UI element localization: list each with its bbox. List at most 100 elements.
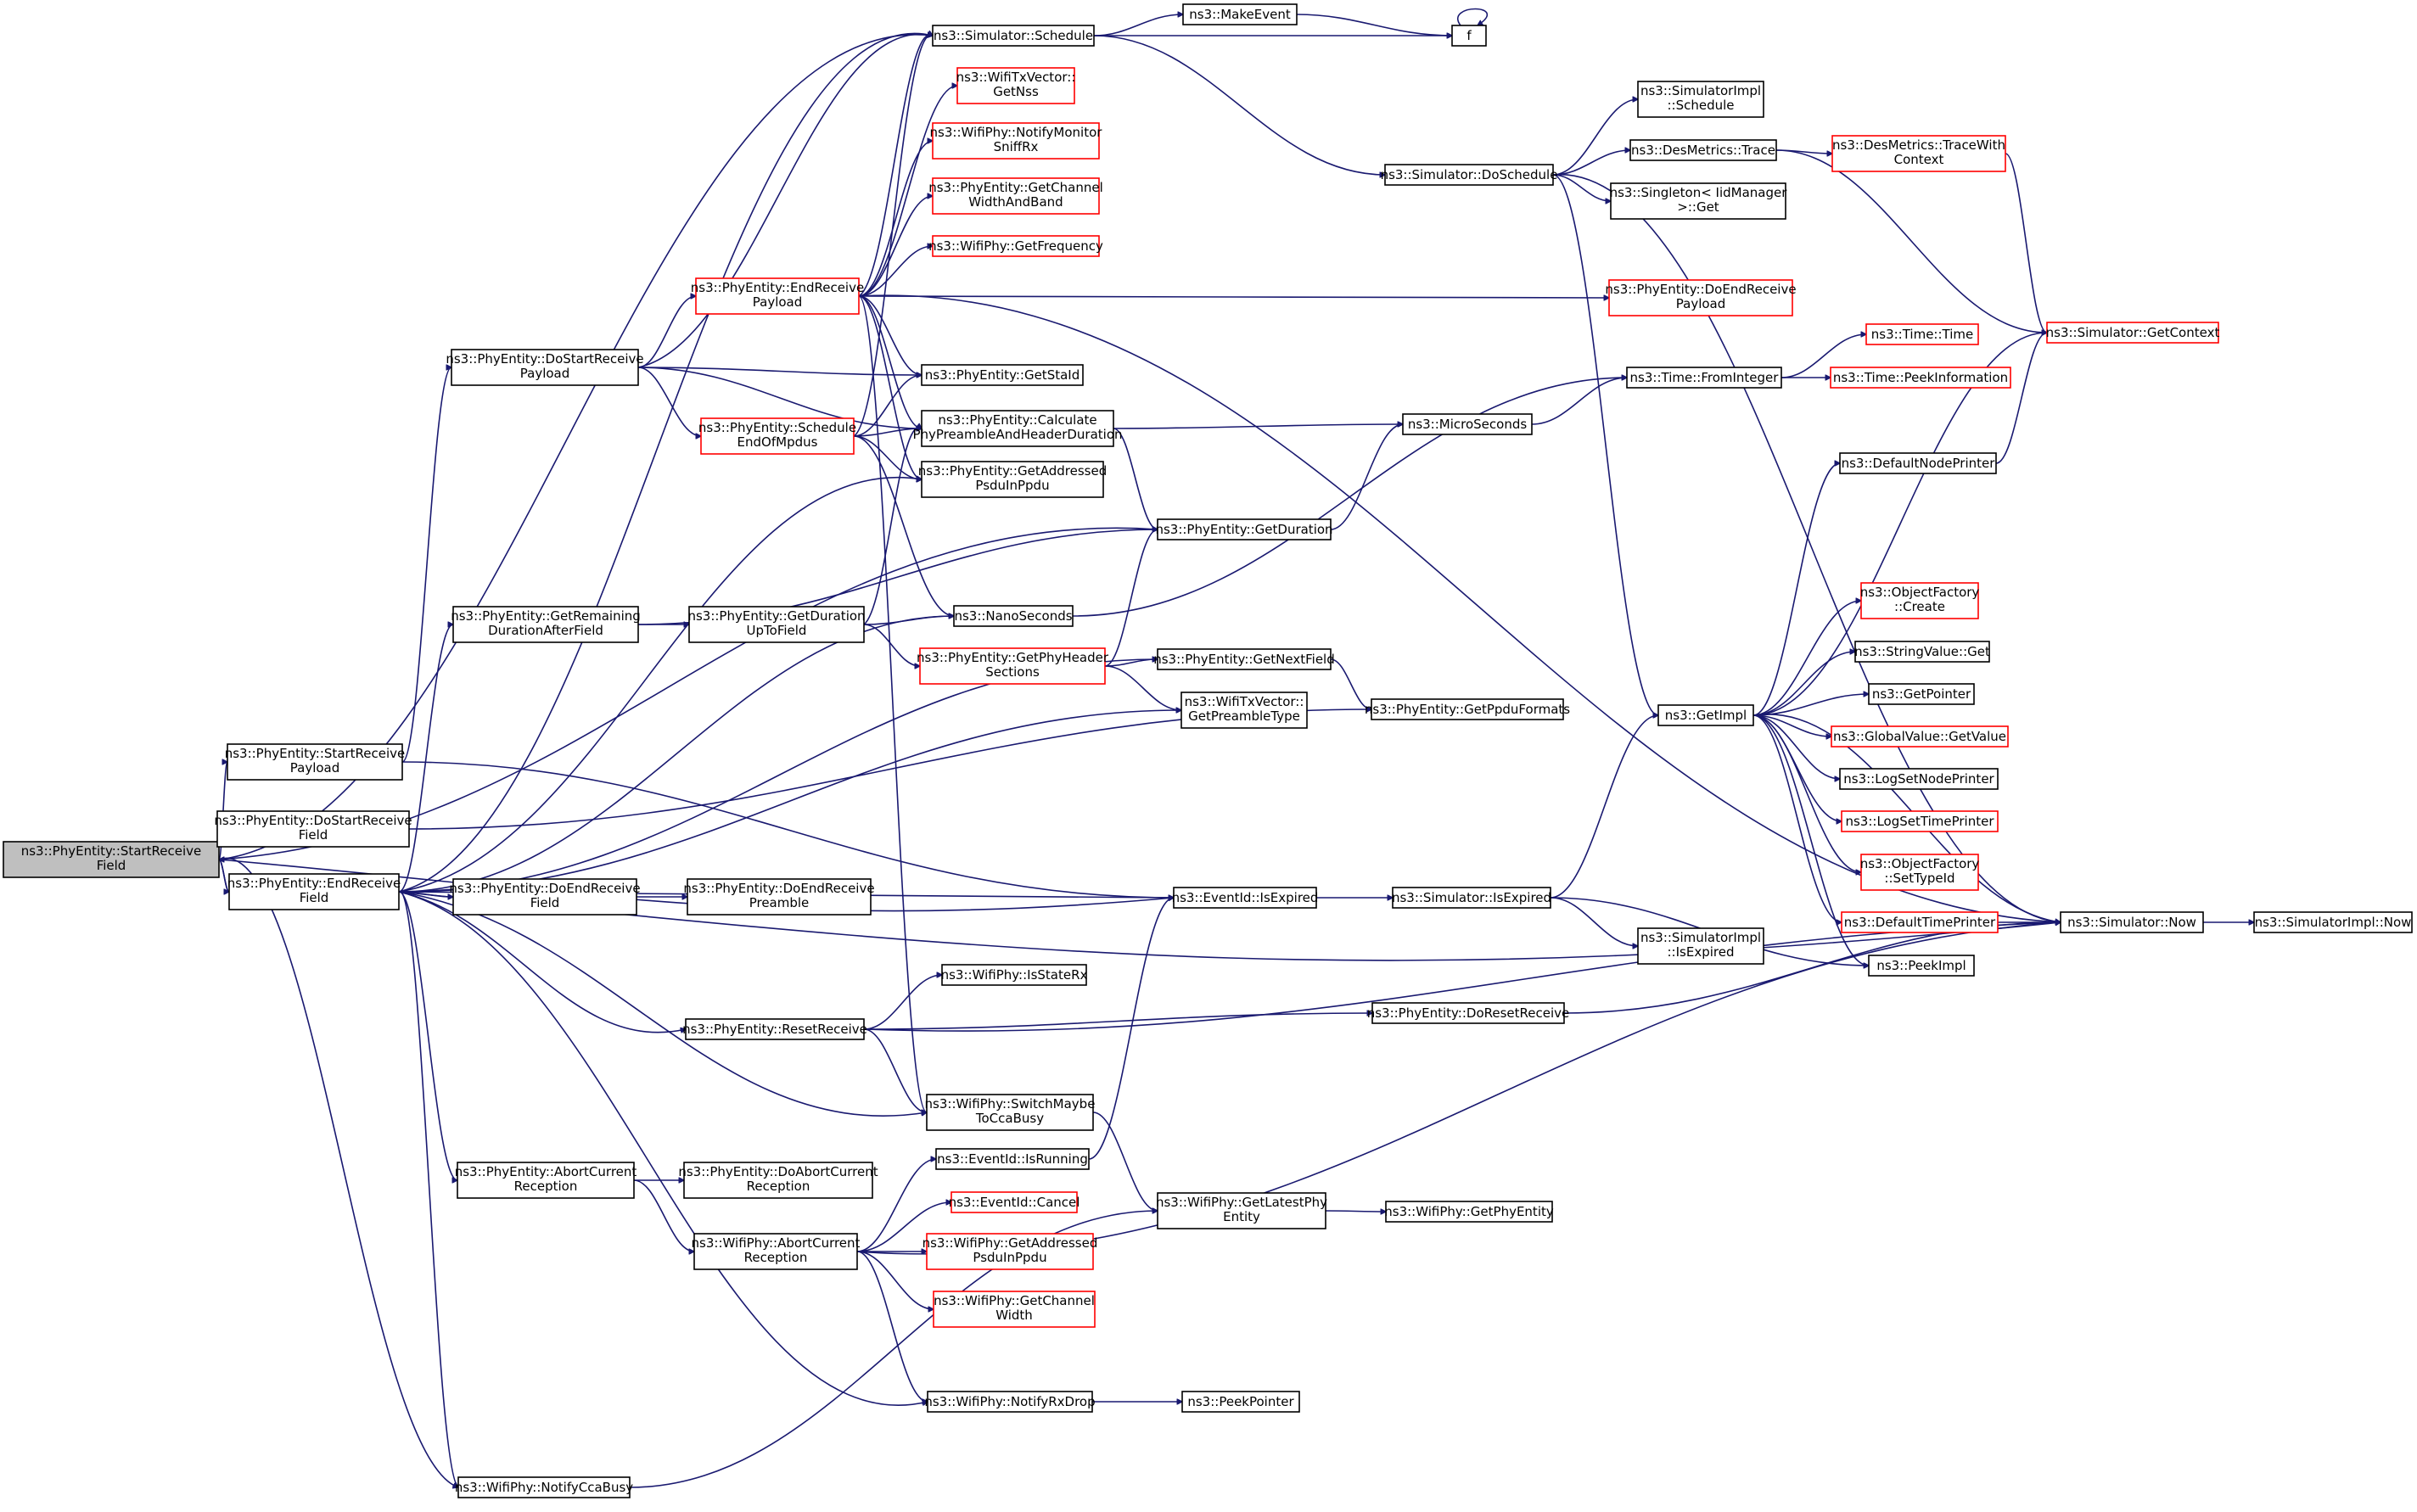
node-box (932, 25, 1095, 47)
node-event-is-expired[interactable]: ns3::EventId::IsExpired (1172, 887, 1319, 909)
node-time-time[interactable]: ns3::Time::Time (1865, 323, 1979, 345)
node-label: Width (995, 1308, 1033, 1323)
node-time-peek-info[interactable]: ns3::Time::PeekInformation (1830, 367, 2011, 389)
node-label: ns3::PhyEntity::DoStartReceive (446, 351, 643, 367)
node-box (1839, 452, 1997, 474)
node-make-event[interactable]: ns3::MakeEvent (1182, 3, 1298, 25)
node-default-time-printer[interactable]: ns3::DefaultTimePrinter (1841, 911, 1999, 933)
node-global-value-get[interactable]: ns3::GlobalValue::GetValue (1831, 725, 2009, 748)
node-get-ppdu-formats[interactable]: ns3::PhyEntity::GetPpduFormats (1365, 698, 1570, 720)
node-singleton-get[interactable]: ns3::Singleton< IidManager>::Get (1610, 182, 1788, 220)
node-get-pointer[interactable]: ns3::GetPointer (1868, 683, 1975, 705)
node-label: ns3::PhyEntity::GetChannel (928, 180, 1103, 195)
node-log-set-node-printer[interactable]: ns3::LogSetNodePrinter (1839, 768, 1999, 790)
node-box (1637, 81, 1764, 118)
edge-end-receive-field-to-switch-cca-busy (398, 891, 927, 1117)
node-is-state-rx[interactable]: ns3::WifiPhy::IsStateRx (941, 964, 1088, 986)
node-box (933, 1291, 1096, 1328)
node-label: ns3::SimulatorImpl (1640, 930, 1761, 945)
node-sim-do-schedule[interactable]: ns3::Simulator::DoSchedule (1381, 164, 1558, 186)
edge-end-receive-payload-to-get-addressed-psdu (858, 295, 922, 479)
node-event-cancel[interactable]: ns3::EventId::Cancel (949, 1191, 1080, 1213)
node-get-duration[interactable]: ns3::PhyEntity::GetDuration (1155, 518, 1333, 540)
node-string-value-get[interactable]: ns3::StringValue::Get (1854, 641, 1990, 663)
node-peek-impl[interactable]: ns3::PeekImpl (1868, 955, 1975, 977)
node-box (688, 606, 865, 643)
edge-desmetrics-trace-ctx-to-get-context (2005, 153, 2047, 333)
node-default-node-printer[interactable]: ns3::DefaultNodePrinter (1839, 452, 1997, 474)
node-f[interactable]: f (1451, 25, 1487, 47)
node-simimpl-now[interactable]: ns3::SimulatorImpl::Now (2253, 911, 2413, 933)
edge-schedule-end-of-mpdus-to-get-addressed-psdu (853, 435, 922, 479)
node-time-from-integer[interactable]: ns3::Time::FromInteger (1626, 367, 1782, 389)
node-sim-schedule[interactable]: ns3::Simulator::Schedule (932, 25, 1095, 47)
edge-abort-current-reception-to-wifiphy-abort-current (633, 1179, 694, 1252)
node-event-is-running[interactable]: ns3::EventId::IsRunning (935, 1148, 1090, 1170)
node-label: ns3::DefaultNodePrinter (1842, 456, 1996, 471)
node-label: Field (300, 890, 329, 905)
node-get-impl[interactable]: ns3::GetImpl (1657, 704, 1754, 726)
node-sim-now[interactable]: ns3::Simulator::Now (2060, 911, 2204, 933)
node-do-reset-receive[interactable]: ns3::PhyEntity::DoResetReceive (1367, 1002, 1570, 1024)
edge-end-receive-payload-to-get-nss (858, 86, 957, 297)
node-get-next-field[interactable]: ns3::PhyEntity::GetNextField (1153, 648, 1335, 670)
node-get-frequency[interactable]: ns3::WifiPhy::GetFrequency (928, 235, 1103, 257)
node-box (932, 177, 1100, 215)
node-calculate-duration[interactable]: ns3::PhyEntity::CalculatePhyPreambleAndH… (912, 410, 1123, 447)
node-nano-seconds[interactable]: ns3::NanoSeconds (953, 605, 1074, 627)
node-object-factory-create[interactable]: ns3::ObjectFactory::Create (1860, 582, 1980, 619)
edges (217, 8, 2254, 1488)
edge-sim-do-schedule-to-get-impl (1552, 174, 1658, 715)
node-box (227, 743, 403, 781)
edge-end-receive-field-to-nano-seconds (398, 616, 954, 893)
node-log-set-time-printer[interactable]: ns3::LogSetTimePrinter (1841, 810, 1999, 832)
node-simimpl-schedule[interactable]: ns3::SimulatorImpl::Schedule (1637, 81, 1764, 118)
node-reset-receive[interactable]: ns3::PhyEntity::ResetReceive (682, 1018, 867, 1040)
node-simimpl-is-expired[interactable]: ns3::SimulatorImpl::IsExpired (1637, 927, 1764, 965)
node-get-phy-entity[interactable]: ns3::WifiPhy::GetPhyEntity (1384, 1201, 1554, 1223)
node-label: ns3::PhyEntity::EndReceive (227, 876, 401, 891)
node-desmetrics-trace[interactable]: ns3::DesMetrics::Trace (1629, 139, 1777, 161)
node-get-context[interactable]: ns3::Simulator::GetContext (2046, 322, 2220, 344)
node-get-preamble-type[interactable]: ns3::WifiTxVector::GetPreambleType (1180, 692, 1308, 729)
node-notify-cca-busy[interactable]: ns3::WifiPhy::NotifyCcaBusy (455, 1476, 633, 1498)
edge-reset-receive-to-is-state-rx (863, 975, 942, 1030)
node-get-nss[interactable]: ns3::WifiTxVector::GetNss (956, 67, 1076, 104)
node-label: ns3::PhyEntity::GetPhyHeader (917, 650, 1109, 665)
node-label: ns3::ObjectFactory (1860, 585, 1980, 600)
node-object-factory-settypeid[interactable]: ns3::ObjectFactory::SetTypeId (1860, 854, 1980, 891)
node-get-sta-id[interactable]: ns3::PhyEntity::GetStaId (921, 364, 1084, 386)
node-label: Preamble (749, 895, 810, 910)
edge-switch-cca-busy-to-get-latest-phy-entity (1092, 1112, 1158, 1211)
node-notify-rx-drop[interactable]: ns3::WifiPhy::NotifyRxDrop (924, 1391, 1096, 1413)
node-sim-is-expired[interactable]: ns3::Simulator::IsExpired (1392, 887, 1551, 909)
node-label: ns3::PhyEntity::EndReceive (691, 280, 864, 295)
node-get-remaining-duration[interactable]: ns3::PhyEntity::GetRemainingDurationAfte… (451, 606, 641, 643)
node-micro-seconds[interactable]: ns3::MicroSeconds (1402, 413, 1533, 435)
node-label: ns3::WifiPhy::GetLatestPhy (1156, 1195, 1327, 1210)
node-peek-pointer[interactable]: ns3::PeekPointer (1181, 1391, 1300, 1413)
